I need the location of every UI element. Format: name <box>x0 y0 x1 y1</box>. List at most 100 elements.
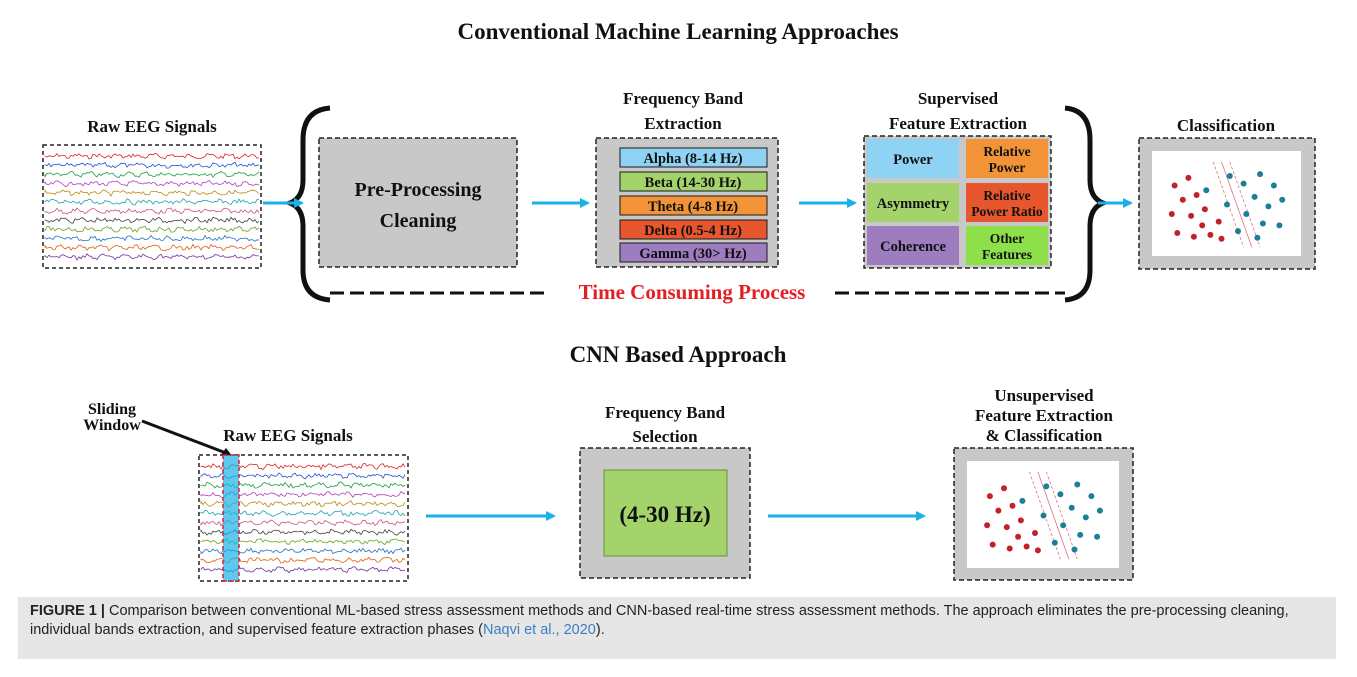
feature-power: Power <box>867 139 959 178</box>
eeg-trace <box>44 225 260 233</box>
svg-text:Other: Other <box>990 231 1025 246</box>
separator-line <box>1221 161 1253 248</box>
scatter-point <box>1015 533 1022 540</box>
cnn-title: CNN Based Approach <box>570 342 787 367</box>
scatter-point <box>1023 543 1030 550</box>
scatter-point <box>1224 201 1230 208</box>
svg-text:Alpha (8-14 Hz): Alpha (8-14 Hz) <box>643 151 742 167</box>
svg-text:Relative: Relative <box>983 144 1030 159</box>
feature-other: Other Features <box>966 226 1048 265</box>
eeg-trace <box>44 170 260 179</box>
scatter-point <box>1088 493 1095 500</box>
band-gamma: Gamma (30> Hz) <box>619 242 768 263</box>
frequency-band-selection-box: (4-30 Hz) <box>579 447 751 579</box>
scatter-point <box>1051 539 1058 546</box>
raw-eeg-label-bottom: Raw EEG Signals <box>223 426 353 445</box>
eeg-trace <box>44 179 260 188</box>
scatter-point <box>1240 180 1247 187</box>
scatter-point <box>1094 533 1101 540</box>
scatter-point <box>1043 483 1050 490</box>
eeg-trace <box>44 243 260 252</box>
eeg-trace <box>44 189 260 197</box>
scatter-point <box>1171 182 1178 189</box>
caption-label: FIGURE 1 | <box>30 603 105 619</box>
eeg-trace <box>44 198 259 206</box>
scatter-point <box>1243 211 1250 217</box>
scatter-point <box>1096 507 1103 514</box>
scatter-point <box>1207 231 1214 238</box>
scatter-point <box>1185 174 1192 181</box>
scatter-point <box>1226 173 1233 179</box>
scatter-point <box>1265 203 1272 210</box>
band-alpha: Alpha (8-14 Hz) <box>619 147 768 168</box>
scatter-point <box>1003 524 1010 531</box>
caption-citation-link[interactable]: Naqvi et al., 2020 <box>483 622 596 638</box>
scatter-point <box>1251 193 1258 200</box>
scatter-point <box>1082 514 1089 521</box>
eeg-trace <box>44 207 260 215</box>
conventional-title: Conventional Machine Learning Approaches <box>457 19 898 44</box>
eeg-trace <box>44 152 260 160</box>
raw-eeg-signal-plot-top <box>42 144 262 269</box>
separator-line <box>1229 161 1261 248</box>
eeg-trace <box>44 253 259 261</box>
classification-plot-bottom <box>953 447 1134 581</box>
raw-eeg-label-top: Raw EEG Signals <box>87 117 217 136</box>
scatter-point <box>986 493 993 500</box>
band-delta: Delta (0.5-4 Hz) <box>619 219 768 240</box>
scatter-point <box>1193 192 1200 198</box>
preprocessing-box: Pre-Processing Cleaning <box>318 137 518 268</box>
svg-text:Theta (4-8 Hz): Theta (4-8 Hz) <box>648 199 738 215</box>
scatter-point <box>1254 234 1261 241</box>
svg-text:Power: Power <box>893 152 933 168</box>
unsupervised-line3: & Classification <box>986 426 1103 445</box>
separator-line <box>1045 471 1078 560</box>
scatter-point <box>1188 212 1195 219</box>
scatter-point <box>1071 546 1078 553</box>
scatter-point <box>1199 222 1206 229</box>
eeg-trace <box>44 216 260 225</box>
scatter-point <box>1257 171 1264 178</box>
classification-label: Classification <box>1177 116 1276 135</box>
svg-text:Power: Power <box>989 160 1026 175</box>
feature-asymmetry: Asymmetry <box>867 183 959 222</box>
svg-text:Features: Features <box>982 247 1032 262</box>
supervised-title-line1: Supervised <box>918 89 999 108</box>
scatter-point <box>989 541 996 548</box>
scatter-point <box>1017 517 1024 524</box>
svg-text:Delta (0.5-4 Hz): Delta (0.5-4 Hz) <box>644 223 742 239</box>
scatter-point <box>1060 522 1067 529</box>
freq-selection-title-line2: Selection <box>632 427 698 446</box>
scatter-point <box>1279 196 1286 203</box>
scatter-point <box>1074 481 1081 488</box>
unsupervised-line1: Unsupervised <box>994 386 1094 405</box>
svg-text:Coherence: Coherence <box>880 239 946 255</box>
feature-relative-power-ratio: Relative Power Ratio <box>966 183 1048 222</box>
eeg-trace <box>44 161 259 169</box>
scatter-point <box>1009 502 1016 509</box>
band-theta: Theta (4-8 Hz) <box>619 195 768 216</box>
scatter-point <box>1006 545 1013 552</box>
scatter-point <box>1270 182 1277 189</box>
band-beta: Beta (14-30 Hz) <box>619 171 768 192</box>
scatter-point <box>1215 218 1222 225</box>
svg-text:Power Ratio: Power Ratio <box>971 204 1043 219</box>
scatter-point <box>1259 220 1266 227</box>
scatter-point <box>1218 235 1225 242</box>
scatter-point <box>1201 206 1208 213</box>
scatter-point <box>1032 530 1038 536</box>
feature-coherence: Coherence <box>867 226 959 265</box>
scatter-point <box>1068 504 1075 511</box>
figure-caption: FIGURE 1 |Comparison between conventiona… <box>18 597 1336 659</box>
scatter-point <box>1276 222 1283 229</box>
scatter-point <box>1034 547 1041 554</box>
time-consuming-label: Time Consuming Process <box>579 280 806 304</box>
scatter-point <box>1174 230 1181 236</box>
unsupervised-line2: Feature Extraction <box>975 406 1114 425</box>
scatter-point <box>1001 485 1007 492</box>
sliding-window-highlight <box>222 454 240 582</box>
svg-text:Beta (14-30 Hz): Beta (14-30 Hz) <box>645 175 742 191</box>
scatter-point <box>1203 187 1210 194</box>
scatter-point <box>1179 196 1186 203</box>
